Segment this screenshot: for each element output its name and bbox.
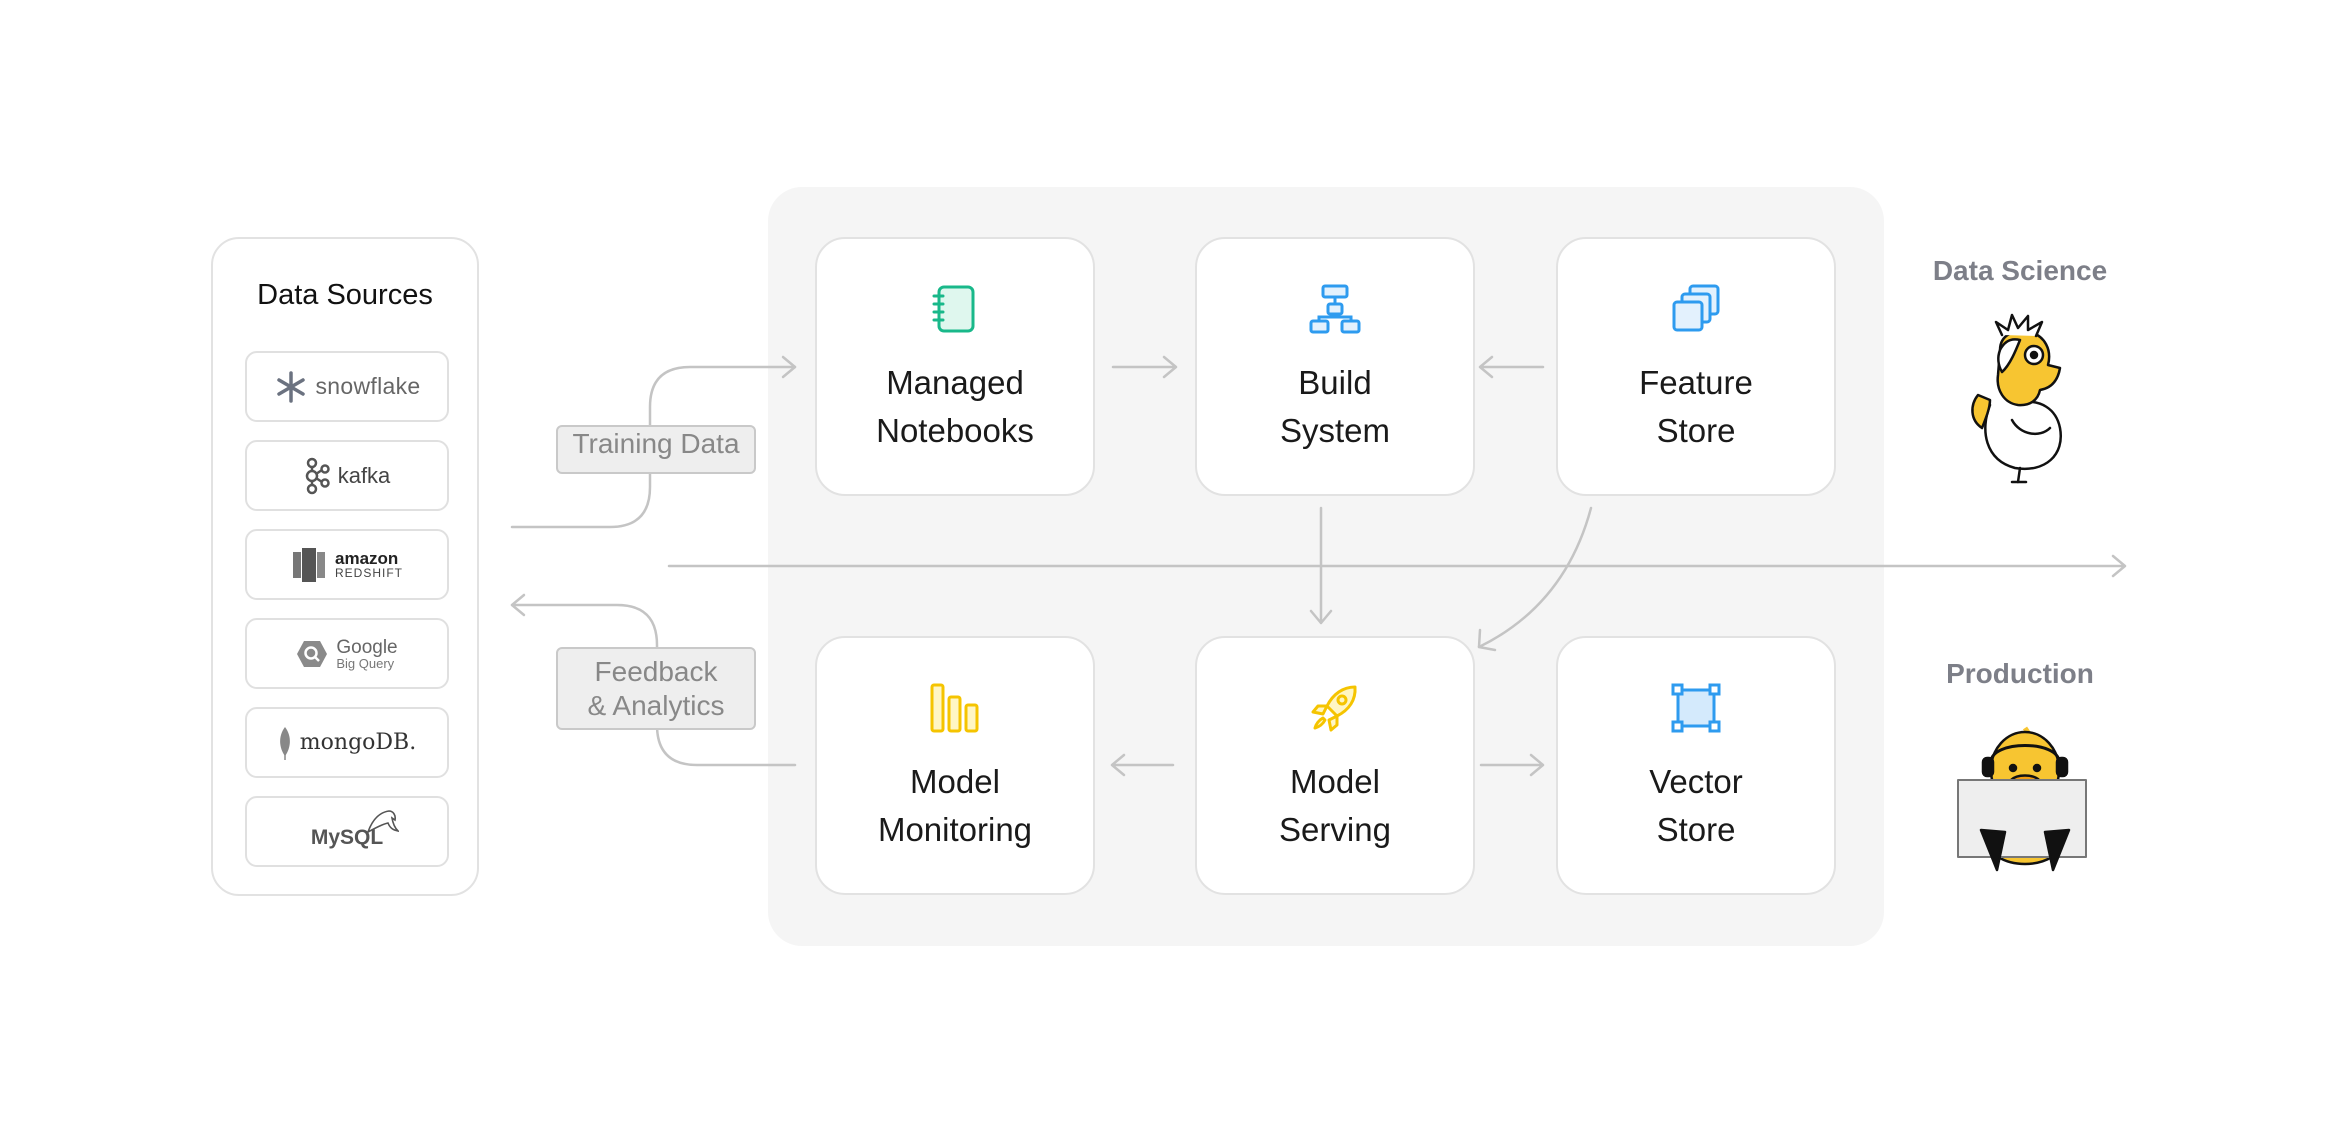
card-title-line1: Feature (1639, 364, 1753, 401)
card-title-line1: Model (910, 763, 1000, 800)
bigquery-icon (297, 640, 328, 667)
source-label: snowflake (315, 373, 421, 399)
card-title-line2: Store (1656, 412, 1736, 449)
flowchart-icon (1309, 284, 1361, 334)
source-kafka[interactable]: kafka (245, 440, 449, 511)
arrow-feature-to-serving-head (1477, 628, 1497, 652)
rocket-icon (1311, 685, 1357, 732)
training-data-label: Training Data (556, 425, 756, 474)
notebook-icon (932, 285, 975, 333)
card-title-line2: Serving (1279, 811, 1391, 848)
source-label: amazon (335, 549, 399, 568)
arrow-serving-to-monitoring (1110, 753, 1175, 777)
card-model-monitoring[interactable]: Model Monitoring (815, 636, 1095, 895)
card-title-line1: Vector (1649, 763, 1743, 800)
card-title-line2: Notebooks (876, 412, 1034, 449)
source-snowflake[interactable]: snowflake (245, 351, 449, 422)
card-vector-store[interactable]: Vector Store (1556, 636, 1836, 895)
long-horizontal-arrow (667, 554, 2127, 578)
card-managed-notebooks[interactable]: Managed Notebooks (815, 237, 1095, 496)
snowflake-icon (276, 370, 305, 403)
card-title-line2: Monitoring (877, 811, 1033, 848)
card-build-system[interactable]: Build System (1195, 237, 1475, 496)
feedback-arrowhead (510, 593, 526, 617)
source-sublabel: Big Query (336, 655, 395, 671)
source-label: Google (336, 636, 398, 658)
card-title-line1: Managed (886, 364, 1024, 401)
arrow-feature-to-serving (1477, 506, 1593, 649)
source-label: kafka (337, 462, 391, 488)
mongodb-leaf-icon (279, 726, 290, 760)
production-duck-illustration (1957, 726, 2087, 872)
card-feature-store[interactable]: Feature Store (1556, 237, 1836, 496)
source-bigquery[interactable]: Google Big Query (245, 618, 449, 689)
training-arrowhead (781, 355, 797, 379)
kafka-icon (305, 457, 330, 494)
card-title-line2: System (1279, 412, 1391, 449)
arrow-notebooks-to-build (1111, 355, 1178, 379)
card-title-line2: Store (1656, 811, 1736, 848)
source-mysql[interactable]: MySQL (245, 796, 449, 867)
source-label: mongoDB. (299, 730, 417, 755)
data-sources-panel: Data Sources snowflake kafka amazon REDS… (211, 237, 479, 896)
data-science-label: Data Science (1932, 255, 2108, 286)
vector-square-icon (1671, 683, 1721, 733)
card-title-line1: Model (1290, 763, 1380, 800)
arrow-feature-to-build (1478, 355, 1545, 379)
production-label: Production (1946, 658, 2094, 689)
card-title-line1: Build (1298, 364, 1372, 401)
arrow-serving-to-vector (1479, 753, 1545, 777)
feedback-analytics-label: Feedback & Analytics (556, 647, 756, 730)
source-redshift[interactable]: amazon REDSHIFT (245, 529, 449, 600)
data-sources-title: Data Sources (257, 279, 433, 311)
mysql-dolphin-icon (366, 809, 400, 834)
scientist-duck-illustration (1971, 313, 2063, 484)
source-label: MySQL (310, 825, 384, 849)
card-model-serving[interactable]: Model Serving (1195, 636, 1475, 895)
redshift-icon (293, 547, 325, 582)
source-mongodb[interactable]: mongoDB. (245, 707, 449, 778)
stacked-squares-icon (1672, 284, 1720, 332)
source-sublabel: REDSHIFT (335, 566, 403, 580)
bar-chart-icon (930, 683, 979, 733)
